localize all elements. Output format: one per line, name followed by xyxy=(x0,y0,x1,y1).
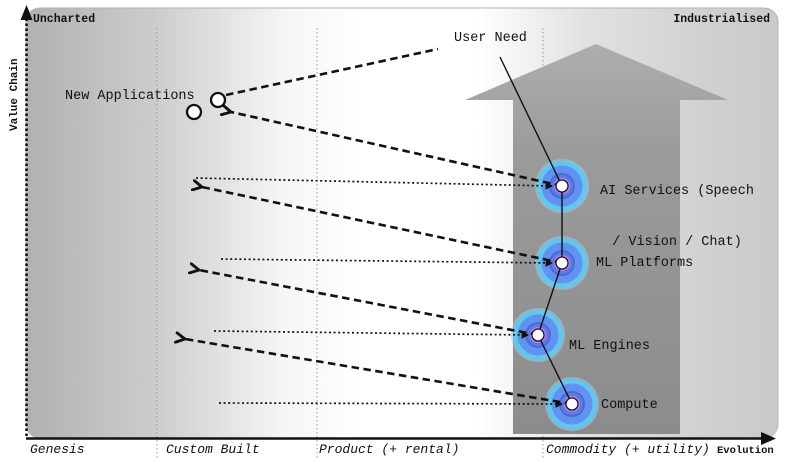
uncharted-label: Uncharted xyxy=(33,13,96,26)
value-chain-axis-arrowhead-icon xyxy=(20,5,33,20)
user-need-label: User Need xyxy=(454,31,527,46)
evolution-axis-arrowhead-icon xyxy=(761,432,776,445)
ai-services-label-line1: AI Services (Speech xyxy=(600,184,754,199)
ml-platforms-label: ML Platforms xyxy=(596,256,694,271)
dotted-evolution-line-compute xyxy=(218,400,563,408)
ai-services-label-line2: / Vision / Chat) xyxy=(612,235,742,250)
dashed-arrow-ai-services-to-new-applications xyxy=(231,112,563,188)
stage-label-commodity: Commodity (+ utility) xyxy=(546,442,710,457)
ai-services-label: AI Services (Speech / Vision / Chat) xyxy=(588,149,766,285)
node-center-ai-services xyxy=(555,179,569,193)
node-new-application-1 xyxy=(209,91,227,109)
ml-engines-label: ML Engines xyxy=(569,339,651,354)
dotted-evolution-line-ml-engines xyxy=(213,330,529,339)
new-applications-label: New Applications xyxy=(65,89,195,104)
stage-label-product: Product (+ rental) xyxy=(319,442,460,457)
node-center-compute xyxy=(565,397,579,411)
node-center-ml-platforms xyxy=(555,256,569,270)
node-center-ml-engines xyxy=(531,328,545,342)
stage-label-custom-built: Custom Built xyxy=(166,442,260,457)
value-chain-axis-label: Value Chain xyxy=(9,58,21,131)
dashed-link-user-need-to-new-applications xyxy=(225,47,439,97)
industrialised-label: Industrialised xyxy=(673,13,770,26)
compute-label: Compute xyxy=(601,398,658,413)
dashed-arrow-ml-engines xyxy=(199,270,539,337)
stage-label-genesis: Genesis xyxy=(30,442,85,457)
dashed-arrow-ml-platforms xyxy=(202,187,563,265)
dashed-arrow-compute xyxy=(185,339,573,406)
evolution-axis-label: Evolution xyxy=(717,445,774,457)
node-new-application-2 xyxy=(185,103,203,121)
